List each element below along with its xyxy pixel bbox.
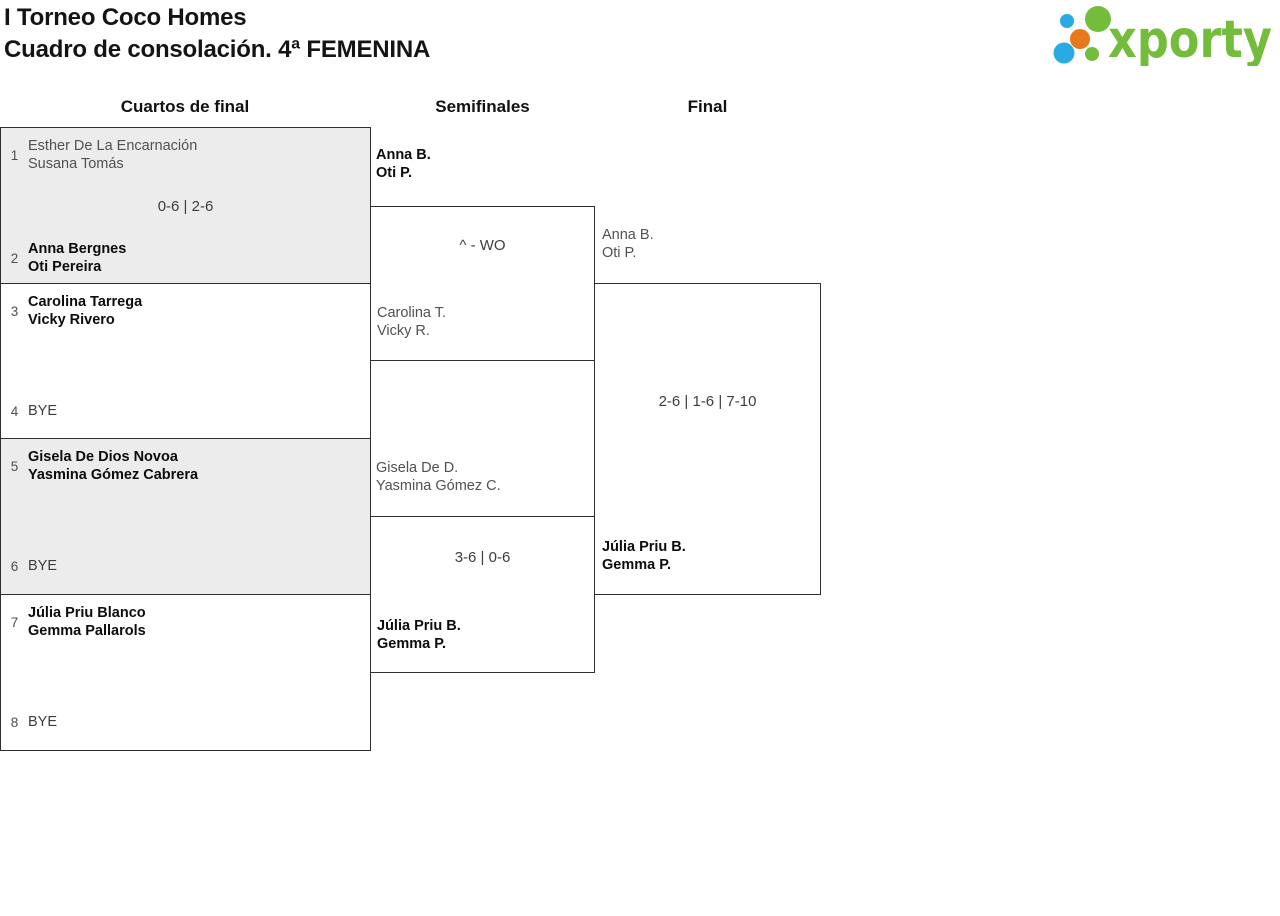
team-name: Oti Pereira bbox=[28, 259, 102, 275]
qf-match-2: 3 Carolina Tarrega Vicky Rivero 4 BYE bbox=[0, 283, 371, 439]
bracket-subtitle: Cuadro de consolación. 4ª FEMENINA bbox=[4, 36, 431, 63]
sf1-team1: Anna B. Oti P. bbox=[376, 146, 431, 182]
round-header-cuartos: Cuartos de final bbox=[120, 97, 250, 116]
sf2-team2: Júlia Priu B. Gemma P. bbox=[377, 617, 461, 653]
team-name: Gemma P. bbox=[377, 636, 447, 652]
xporty-logo: xporty bbox=[1053, 6, 1272, 66]
sf1-team2: Carolina T. Vicky R. bbox=[377, 304, 446, 340]
qf2-team2: 4 BYE bbox=[9, 403, 57, 419]
qf2-team1: 3 Carolina Tarrega Vicky Rivero bbox=[9, 293, 142, 329]
round-header-final: Final bbox=[687, 97, 728, 116]
match-score: 2-6 | 1-6 | 7-10 bbox=[658, 393, 757, 410]
team-name: Vicky Rivero bbox=[28, 312, 115, 328]
team-name: Anna B. bbox=[376, 147, 431, 163]
seed-number: 7 bbox=[10, 614, 19, 630]
match-score: 3-6 | 0-6 bbox=[454, 549, 511, 566]
qf4-team2: 8 BYE bbox=[9, 714, 57, 730]
sf-match-2: 3-6 | 0-6 Júlia Priu B. Gemma P. bbox=[370, 516, 595, 673]
qf1-team1: 1 Esther De La Encarnación Susana Tomás bbox=[9, 137, 198, 173]
team-name: Carolina Tarrega bbox=[28, 294, 143, 310]
sf-match-1: ^ - WO Carolina T. Vicky R. bbox=[370, 206, 595, 361]
team-name: Júlia Priu B. bbox=[377, 618, 461, 634]
team-name: Gisela De Dios Novoa bbox=[28, 449, 178, 465]
final-team1: Anna B. Oti P. bbox=[602, 226, 654, 262]
qf1-team2: 2 Anna Bergnes Oti Pereira bbox=[9, 240, 127, 276]
team-name: Gisela De D. bbox=[376, 460, 459, 476]
tournament-title: I Torneo Coco Homes bbox=[4, 4, 247, 31]
seed-number: 3 bbox=[10, 303, 19, 319]
team-name: Yasmina Gómez Cabrera bbox=[28, 467, 199, 483]
seed-number: 5 bbox=[10, 458, 19, 474]
seed-number: 4 bbox=[10, 403, 19, 419]
qf3-team2: 6 BYE bbox=[9, 558, 57, 574]
team-name: Anna Bergnes bbox=[28, 241, 127, 257]
seed-number: 8 bbox=[10, 714, 19, 730]
team-name: Oti P. bbox=[376, 165, 412, 181]
bye-label: BYE bbox=[28, 714, 58, 730]
team-name: Anna B. bbox=[602, 227, 654, 243]
team-name: Yasmina Gómez C. bbox=[376, 478, 501, 494]
match-score: 0-6 | 2-6 bbox=[157, 198, 214, 215]
team-name: Susana Tomás bbox=[28, 156, 124, 172]
logo-dots-icon bbox=[1053, 6, 1111, 64]
round-header-semifinales: Semifinales bbox=[435, 97, 530, 116]
bye-label: BYE bbox=[28, 403, 58, 419]
final-team2: Júlia Priu B. Gemma P. bbox=[602, 538, 686, 574]
team-name: Gemma P. bbox=[602, 557, 672, 573]
qf-match-4: 7 Júlia Priu Blanco Gemma Pallarols 8 BY… bbox=[0, 594, 371, 751]
final-match: 2-6 | 1-6 | 7-10 Júlia Priu B. Gemma P. bbox=[594, 283, 821, 595]
sf2-team1: Gisela De D. Yasmina Gómez C. bbox=[376, 459, 501, 495]
team-name: Gemma Pallarols bbox=[28, 623, 146, 639]
seed-number: 2 bbox=[10, 250, 19, 266]
bye-label: BYE bbox=[28, 558, 58, 574]
team-name: Esther De La Encarnación bbox=[28, 138, 198, 154]
team-name: Vicky R. bbox=[377, 323, 430, 339]
team-name: Oti P. bbox=[602, 245, 637, 261]
qf4-team1: 7 Júlia Priu Blanco Gemma Pallarols bbox=[9, 604, 146, 640]
logo-wordmark: xporty bbox=[1108, 10, 1272, 66]
qf-match-1: 1 Esther De La Encarnación Susana Tomás … bbox=[0, 127, 371, 284]
seed-number: 6 bbox=[10, 558, 19, 574]
team-name: Júlia Priu B. bbox=[602, 539, 686, 555]
team-name: Júlia Priu Blanco bbox=[28, 605, 146, 621]
qf3-team1: 5 Gisela De Dios Novoa Yasmina Gómez Cab… bbox=[9, 448, 198, 484]
qf-match-3: 5 Gisela De Dios Novoa Yasmina Gómez Cab… bbox=[0, 438, 371, 595]
team-name: Carolina T. bbox=[377, 305, 447, 321]
seed-number: 1 bbox=[10, 147, 19, 163]
match-score: ^ - WO bbox=[459, 237, 506, 254]
